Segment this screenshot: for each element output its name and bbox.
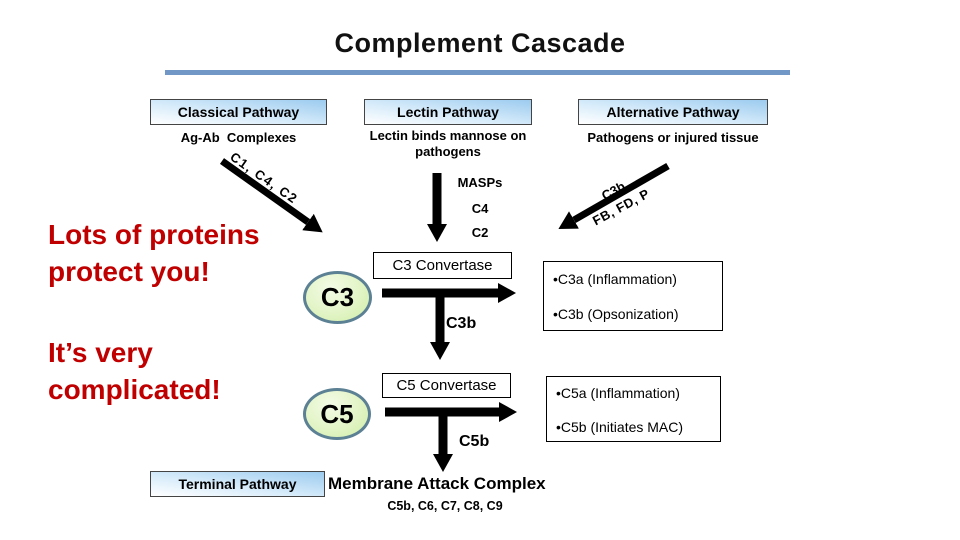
note-lots-of-proteins: Lots of proteins protect you! [48,216,260,290]
c5b-product: •C5b (Initiates MAC) [556,419,684,435]
c3a-product: •C3a (Inflammation) [553,271,677,287]
c5-products-box: •C5a (Inflammation) •C5b (Initiates MAC) [546,376,721,442]
terminal-pathway-label: Terminal Pathway [178,476,297,492]
classical-arrow-label: C1, C4, C2 [227,149,301,207]
note-line-1: Lots of proteins [48,219,260,250]
c3-label: C3 [320,282,355,312]
c5-convertase-label: C5 Convertase [396,377,497,394]
page-title: Complement Cascade [334,28,626,58]
title-underline [165,70,790,75]
lectin-mediator-masps: MASPs [457,175,503,190]
c5a-product: •C5a (Inflammation) [556,385,680,401]
note-line-2: protect you! [48,256,210,287]
alternative-pathway-header: Alternative Pathway [578,99,768,125]
lectin-pathway-header: Lectin Pathway [364,99,532,125]
c5b-arrow-label: C5b [459,433,490,450]
lectin-mediator-c4: C4 [471,201,489,216]
mac-components: C5b, C6, C7, C8, C9 [387,499,503,513]
c3-convertase-box: C3 Convertase [373,252,512,279]
note-its-complicated: It’s very complicated! [48,334,221,408]
c3b-arrow-label: C3b [446,315,477,332]
lectin-pathway-label: Lectin Pathway [397,104,499,120]
classical-pathway-label: Classical Pathway [177,104,300,120]
note-line-4: complicated! [48,374,221,405]
mac-title: Membrane Attack Complex [328,474,546,493]
lectin-subtitle: Lectin binds mannose on pathogens [369,128,527,159]
c5-node: C5 [303,388,371,440]
c5-convertase-box: C5 Convertase [382,373,511,398]
terminal-pathway-header: Terminal Pathway [150,471,325,497]
c3b-product: •C3b (Opsonization) [553,306,679,322]
c5-label: C5 [320,398,354,429]
classical-subtitle: Ag-Ab Complexes [180,130,297,145]
c3-convertase-label: C3 Convertase [392,257,493,274]
c3-products-box: •C3a (Inflammation) •C3b (Opsonization) [543,261,723,331]
alternative-pathway-label: Alternative Pathway [606,104,740,120]
lectin-mediator-c2: C2 [471,225,489,240]
note-line-3: It’s very [48,337,153,368]
c3-node: C3 [303,271,372,324]
classical-pathway-header: Classical Pathway [150,99,327,125]
alternative-subtitle: Pathogens or injured tissue [587,130,759,145]
